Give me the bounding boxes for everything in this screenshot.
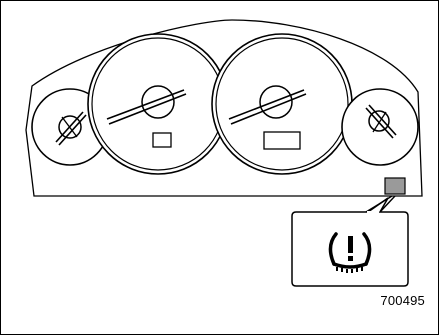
figure-number: 700495 <box>380 293 425 308</box>
tire-pressure-indicator-lamp <box>384 177 406 195</box>
speedometer-gauge <box>87 33 229 175</box>
odometer-display <box>263 131 301 150</box>
tachometer-gauge <box>211 33 353 175</box>
tire-pressure-warning-icon <box>328 232 372 273</box>
speedometer-display <box>152 132 172 148</box>
right-small-gauge <box>341 88 419 166</box>
